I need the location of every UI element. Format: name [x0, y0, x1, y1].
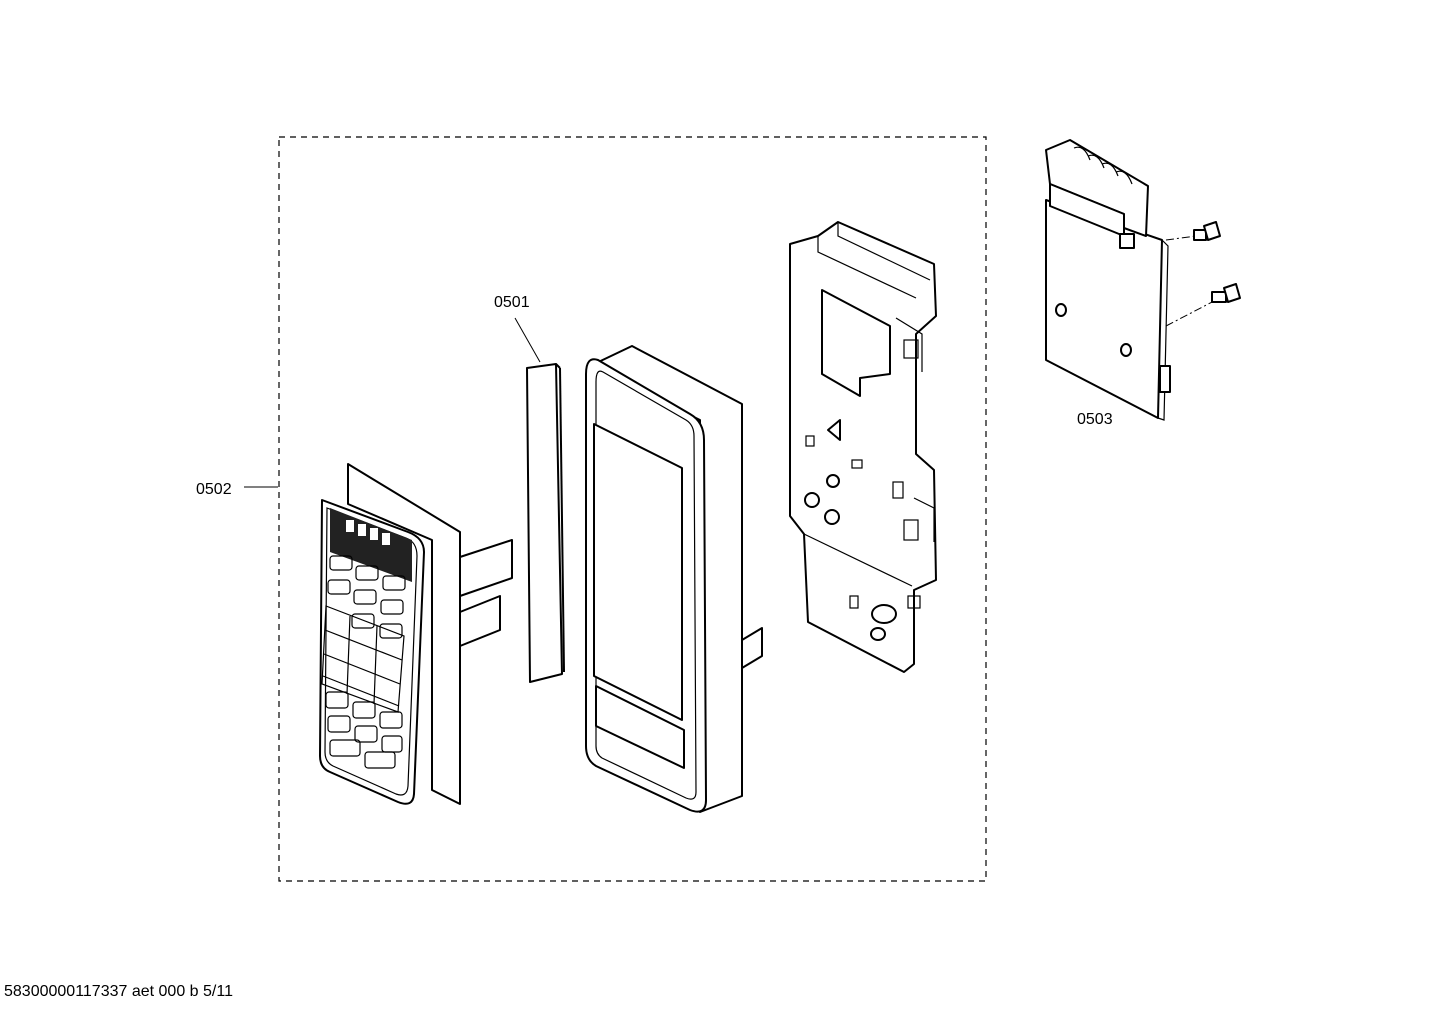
- part-label-0502: 0502: [196, 481, 232, 498]
- seal-strip: [514, 317, 565, 683]
- document-footer-code: 58300000117337 aet 000 b 5/11: [4, 983, 233, 1000]
- control-housing: [789, 221, 937, 673]
- electronic-module: [1045, 139, 1241, 421]
- part-label-0501: 0501: [494, 294, 530, 311]
- control-panel-keypad: [319, 463, 513, 805]
- assembly-boundary: [278, 136, 987, 882]
- screw-lower: [1211, 283, 1241, 303]
- part-label-0503: 0503: [1077, 411, 1113, 428]
- front-frame: [585, 345, 763, 813]
- screw-upper: [1193, 221, 1221, 241]
